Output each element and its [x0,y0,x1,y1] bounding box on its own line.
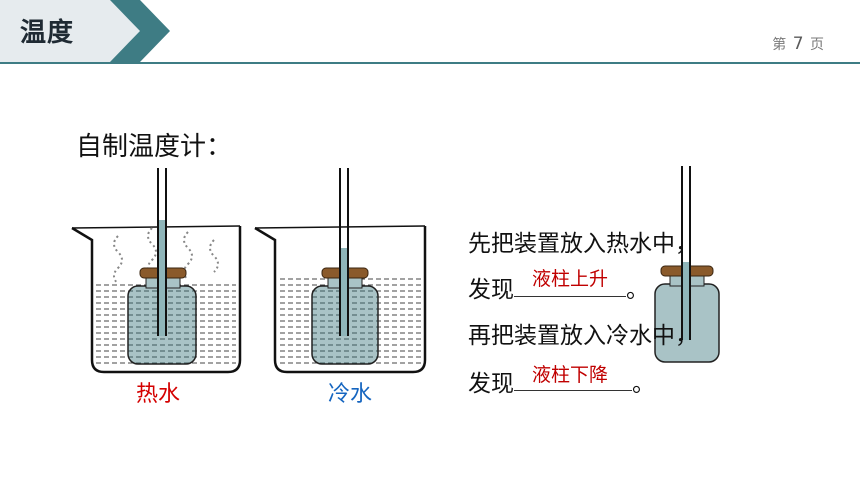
chevron-icon [110,0,170,62]
text-line-4-suffix: 。 [632,371,655,397]
text-line-4-prefix: 发现 [468,371,514,397]
answer-blank-1 [514,274,626,297]
page-suffix: 页 [810,37,824,53]
cold-water-label: 冷水 [328,382,373,407]
answer-blank-2 [514,368,632,391]
hot-water-label: 热水 [136,382,181,407]
slide-heading: 自制温度计： [76,132,233,162]
header-bar [0,0,170,62]
answer-1: 液柱上升 [530,264,611,291]
liquid-column [159,220,165,336]
page-prefix: 第 [772,37,787,53]
text-line-2-suffix: 。 [626,277,649,303]
page-number: 第 7 页 [772,34,824,54]
text-line-2: 发现 。 [468,270,649,304]
steam-icon [113,235,123,285]
hot-water-beaker [71,168,242,374]
page-number-value: 7 [792,34,804,54]
page-title: 温度 [20,18,75,48]
text-line-3: 再把装置放入冷水中， [468,323,698,349]
text-line-4: 发现 。 [468,364,655,398]
thermometer-bottle [654,166,720,363]
cold-water-beaker [254,168,427,374]
title-tab [0,0,140,62]
answer-2: 液柱下降 [530,360,611,387]
text-line-2-prefix: 发现 [468,277,514,303]
text-line-1: 先把装置放入热水中， [468,231,698,257]
header-divider [0,62,860,64]
